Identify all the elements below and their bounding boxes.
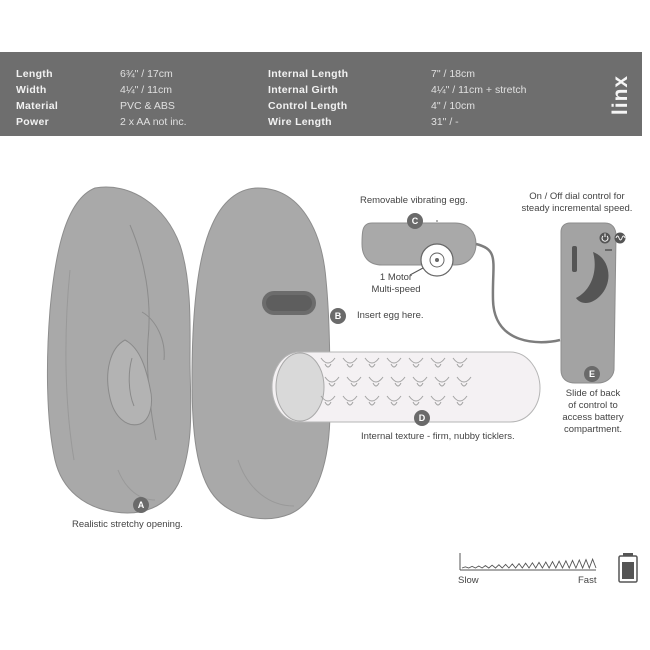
sleeve-nub [408, 395, 424, 406]
sleeve-nub [324, 376, 340, 387]
spec-label-internal-girth: Internal Girth [268, 84, 339, 96]
motor-note-line-1: 1 Motor [379, 272, 413, 283]
sleeve-nub [364, 357, 380, 368]
dial-note-line-2: steady incremental speed. [521, 203, 633, 214]
left-shell-illustration [46, 186, 192, 514]
spec-value-internal-length: 7" / 18cm [431, 68, 475, 80]
spec-value-length: 6¾" / 17cm [120, 68, 173, 80]
callout-badge-d: D [414, 410, 430, 426]
spec-value-width: 4¼" / 11cm [120, 84, 172, 96]
sleeve-nub [364, 395, 380, 406]
sleeve-nub [320, 395, 336, 406]
sleeve-nub [452, 395, 468, 406]
sleeve-nub [408, 357, 424, 368]
sleeve-nub [452, 357, 468, 368]
sleeve-nub [368, 376, 384, 387]
wire-cable [475, 242, 561, 344]
sleeve-nub [456, 376, 472, 387]
spec-label-wire-length: Wire Length [268, 116, 332, 128]
sleeve-nub [346, 376, 362, 387]
dial-note-line-1: On / Off dial control for [529, 191, 625, 202]
callout-text-e-line-4: compartment. [563, 424, 623, 435]
sleeve-nub [342, 357, 358, 368]
right-shell-illustration [191, 187, 331, 520]
power-icon [599, 232, 611, 244]
spec-banner [0, 52, 642, 136]
callout-text-b: Insert egg here. [357, 310, 424, 321]
vibration-icon [614, 232, 626, 244]
battery-icon [618, 553, 638, 583]
sleeve-nub [430, 357, 446, 368]
callout-text-e: Slide of back of control to access batte… [548, 388, 638, 436]
sleeve-nub [430, 395, 446, 406]
spec-label-length: Length [16, 68, 53, 80]
dial-note: On / Off dial control for steady increme… [508, 191, 646, 215]
callout-text-e-line-3: access battery [562, 412, 624, 423]
sleeve-nub [342, 395, 358, 406]
spec-value-internal-girth: 4¼" / 11cm + stretch [431, 84, 527, 96]
motor-note-line-2: Multi-speed [371, 284, 421, 295]
motor-note: 1 Motor Multi-speed [360, 272, 432, 296]
spec-value-control-length: 4" / 10cm [431, 100, 475, 112]
sleeve-nub [412, 376, 428, 387]
vibrating-egg-illustration [361, 222, 477, 277]
callout-text-e-line-2: of control to [568, 400, 618, 411]
sleeve-nub [320, 357, 336, 368]
speed-scale [459, 553, 597, 571]
callout-badge-a: A [133, 497, 149, 513]
spec-label-width: Width [16, 84, 47, 96]
spec-banner-edge [642, 52, 650, 136]
speed-slow-label: Slow [458, 575, 479, 586]
callout-badge-c: C [407, 213, 423, 229]
sleeve-nub [434, 376, 450, 387]
callout-badge-e: E [584, 366, 600, 382]
spec-value-material: PVC & ABS [120, 100, 175, 112]
speed-fast-label: Fast [578, 575, 597, 586]
callout-text-a: Realistic stretchy opening. [72, 519, 183, 530]
internal-sleeve-illustration [271, 351, 541, 423]
spec-label-internal-length: Internal Length [268, 68, 349, 80]
spec-label-power: Power [16, 116, 50, 128]
callout-text-c: Removable vibrating egg. [360, 195, 468, 206]
spec-label-control-length: Control Length [268, 100, 348, 112]
spec-value-wire-length: 31" / - [431, 116, 459, 128]
sleeve-nub [386, 357, 402, 368]
control-unit-illustration [560, 222, 626, 384]
sleeve-nub [390, 376, 406, 387]
spec-label-material: Material [16, 100, 59, 112]
callout-badge-b: B [330, 308, 346, 324]
dial [576, 252, 609, 303]
sleeve-nub [386, 395, 402, 406]
callout-text-d: Internal texture - firm, nubby ticklers. [361, 431, 515, 442]
callout-text-e-line-1: Slide of back [565, 388, 621, 399]
spec-value-power: 2 x AA not inc. [120, 116, 187, 128]
